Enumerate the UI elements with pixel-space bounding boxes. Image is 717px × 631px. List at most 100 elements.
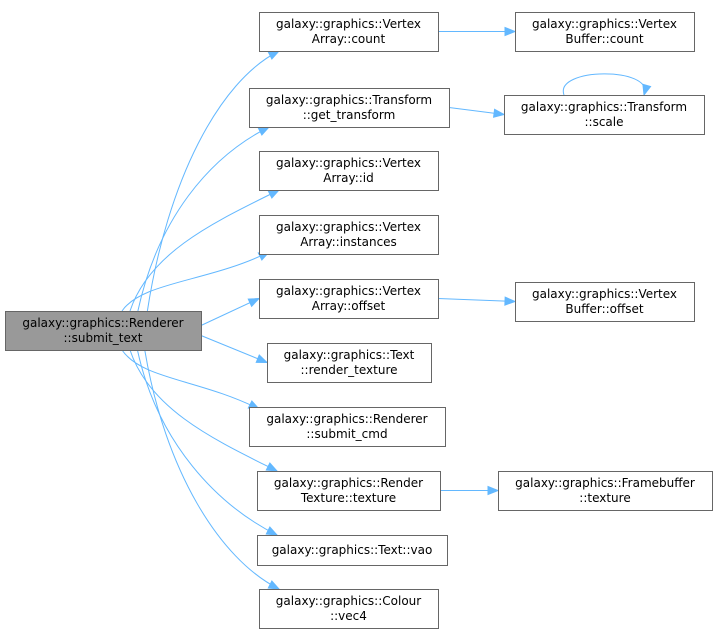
- node-label-line: galaxy::graphics::Text: [284, 348, 415, 362]
- edge-line: [146, 50, 280, 312]
- node-tr-get[interactable]: galaxy::graphics::Transform::get_transfo…: [249, 88, 450, 128]
- node-label-line: Buffer::count: [565, 32, 643, 46]
- arrowhead-icon: [267, 580, 281, 590]
- node-label-line: Array::id: [323, 171, 373, 185]
- node-label-line: ::submit_cmd: [306, 427, 387, 441]
- arrowhead-icon: [267, 189, 281, 199]
- node-box: [5, 311, 202, 351]
- arrowhead-icon: [487, 485, 500, 496]
- node-label-line: galaxy::graphics::Vertex: [276, 156, 421, 170]
- arrowhead-icon: [255, 354, 269, 364]
- arrowhead-icon: [492, 108, 506, 118]
- edge-root-to-va_id: [129, 189, 281, 312]
- node-label-line: ::texture: [579, 491, 630, 505]
- arrowhead-icon: [265, 462, 279, 472]
- arrowhead-icon: [504, 296, 517, 306]
- node-label-line: galaxy::graphics::Vertex: [276, 17, 421, 31]
- node-box: [257, 471, 441, 511]
- edge-rt_tex-to-fb_tex: [440, 485, 500, 496]
- node-box: [259, 151, 439, 191]
- node-label-line: Texture::texture: [300, 491, 396, 505]
- arrowhead-icon: [257, 126, 271, 136]
- node-label-line: Array::count: [312, 32, 386, 46]
- edge-line: [200, 298, 260, 326]
- edges-layer: [121, 26, 652, 590]
- edge-root-to-va_inst: [121, 251, 271, 312]
- edge-line: [129, 349, 278, 472]
- node-label-line: galaxy::graphics::Vertex: [276, 284, 421, 298]
- node-label-line: galaxy::graphics::Vertex: [276, 220, 421, 234]
- node-label-line: Array::offset: [312, 299, 386, 313]
- arrowhead-icon: [265, 526, 279, 536]
- edge-root-to-va_offset: [200, 297, 261, 326]
- node-label-line: ::scale: [584, 115, 623, 129]
- node-rend-cmd[interactable]: galaxy::graphics::Renderer::submit_cmd: [249, 407, 446, 447]
- node-label-line: galaxy::graphics::Vertex: [532, 17, 677, 31]
- edge-root-to-rend_cmd: [121, 349, 261, 410]
- node-label-line: galaxy::graphics::Framebuffer: [515, 476, 695, 490]
- node-label-line: galaxy::graphics::Text::vao: [272, 543, 433, 557]
- node-label-line: Array::instances: [300, 235, 397, 249]
- edge-line: [144, 349, 280, 590]
- node-label-line: ::render_texture: [300, 363, 397, 377]
- edge-root-to-tr_get: [137, 126, 271, 312]
- node-tr-scale[interactable]: galaxy::graphics::Transform::scale: [504, 95, 705, 135]
- edge-tr_get-to-tr_scale: [448, 107, 506, 118]
- node-box: [498, 471, 713, 511]
- edge-line: [129, 189, 280, 312]
- node-box: [249, 88, 450, 128]
- node-box: [259, 279, 439, 319]
- edge-line: [200, 335, 268, 363]
- node-label-line: ::get_transform: [303, 108, 396, 122]
- node-box: [267, 343, 432, 383]
- edge-va_offset-to-vb_offset: [437, 296, 517, 306]
- node-col-vec4[interactable]: galaxy::graphics::Colour::vec4: [259, 589, 439, 629]
- node-box: [504, 95, 705, 135]
- node-root: galaxy::graphics::Renderer::submit_text: [5, 311, 202, 351]
- node-text-rt[interactable]: galaxy::graphics::Text::render_texture: [267, 343, 432, 383]
- node-fb-tex[interactable]: galaxy::graphics::Framebuffer::texture: [498, 471, 713, 511]
- node-box: [259, 12, 439, 52]
- node-label-line: galaxy::graphics::Vertex: [532, 287, 677, 301]
- node-box: [259, 589, 439, 629]
- node-label-line: galaxy::graphics::Colour: [276, 594, 421, 608]
- node-text-vao[interactable]: galaxy::graphics::Text::vao: [257, 535, 448, 566]
- edge-root-to-rt_tex: [129, 349, 279, 472]
- arrowhead-icon: [247, 297, 261, 308]
- node-box: [257, 535, 448, 566]
- edge-line: [563, 73, 645, 96]
- node-label-line: ::vec4: [330, 609, 367, 623]
- arrowhead-icon: [267, 50, 281, 60]
- edge-root-to-text_rt: [200, 335, 269, 364]
- edge-line: [136, 349, 278, 536]
- edge-line: [437, 298, 516, 302]
- node-label-line: galaxy::graphics::Renderer: [22, 316, 183, 330]
- edge-va_count-to-vb_count: [438, 26, 517, 37]
- node-label-line: galaxy::graphics::Transform: [521, 100, 687, 114]
- edge-root-to-text_vao: [136, 349, 279, 536]
- node-label-line: Buffer::offset: [565, 302, 644, 316]
- arrowhead-icon: [642, 83, 652, 97]
- node-label-line: ::submit_text: [64, 331, 143, 345]
- edge-line: [137, 126, 270, 312]
- node-box: [259, 215, 439, 255]
- arrowhead-icon: [504, 26, 517, 37]
- node-box: [515, 282, 695, 322]
- node-label-line: galaxy::graphics::Render: [274, 476, 423, 490]
- node-box: [249, 407, 446, 447]
- edge-tr_scale-to-tr_scale: [563, 73, 652, 97]
- edge-line: [121, 251, 270, 312]
- edge-root-to-col_vec4: [144, 349, 281, 590]
- nodes-layer: galaxy::graphics::Renderer::submit_textg…: [5, 12, 713, 629]
- node-box: [515, 12, 695, 52]
- node-label-line: galaxy::graphics::Renderer: [266, 412, 427, 426]
- edge-line: [121, 349, 260, 410]
